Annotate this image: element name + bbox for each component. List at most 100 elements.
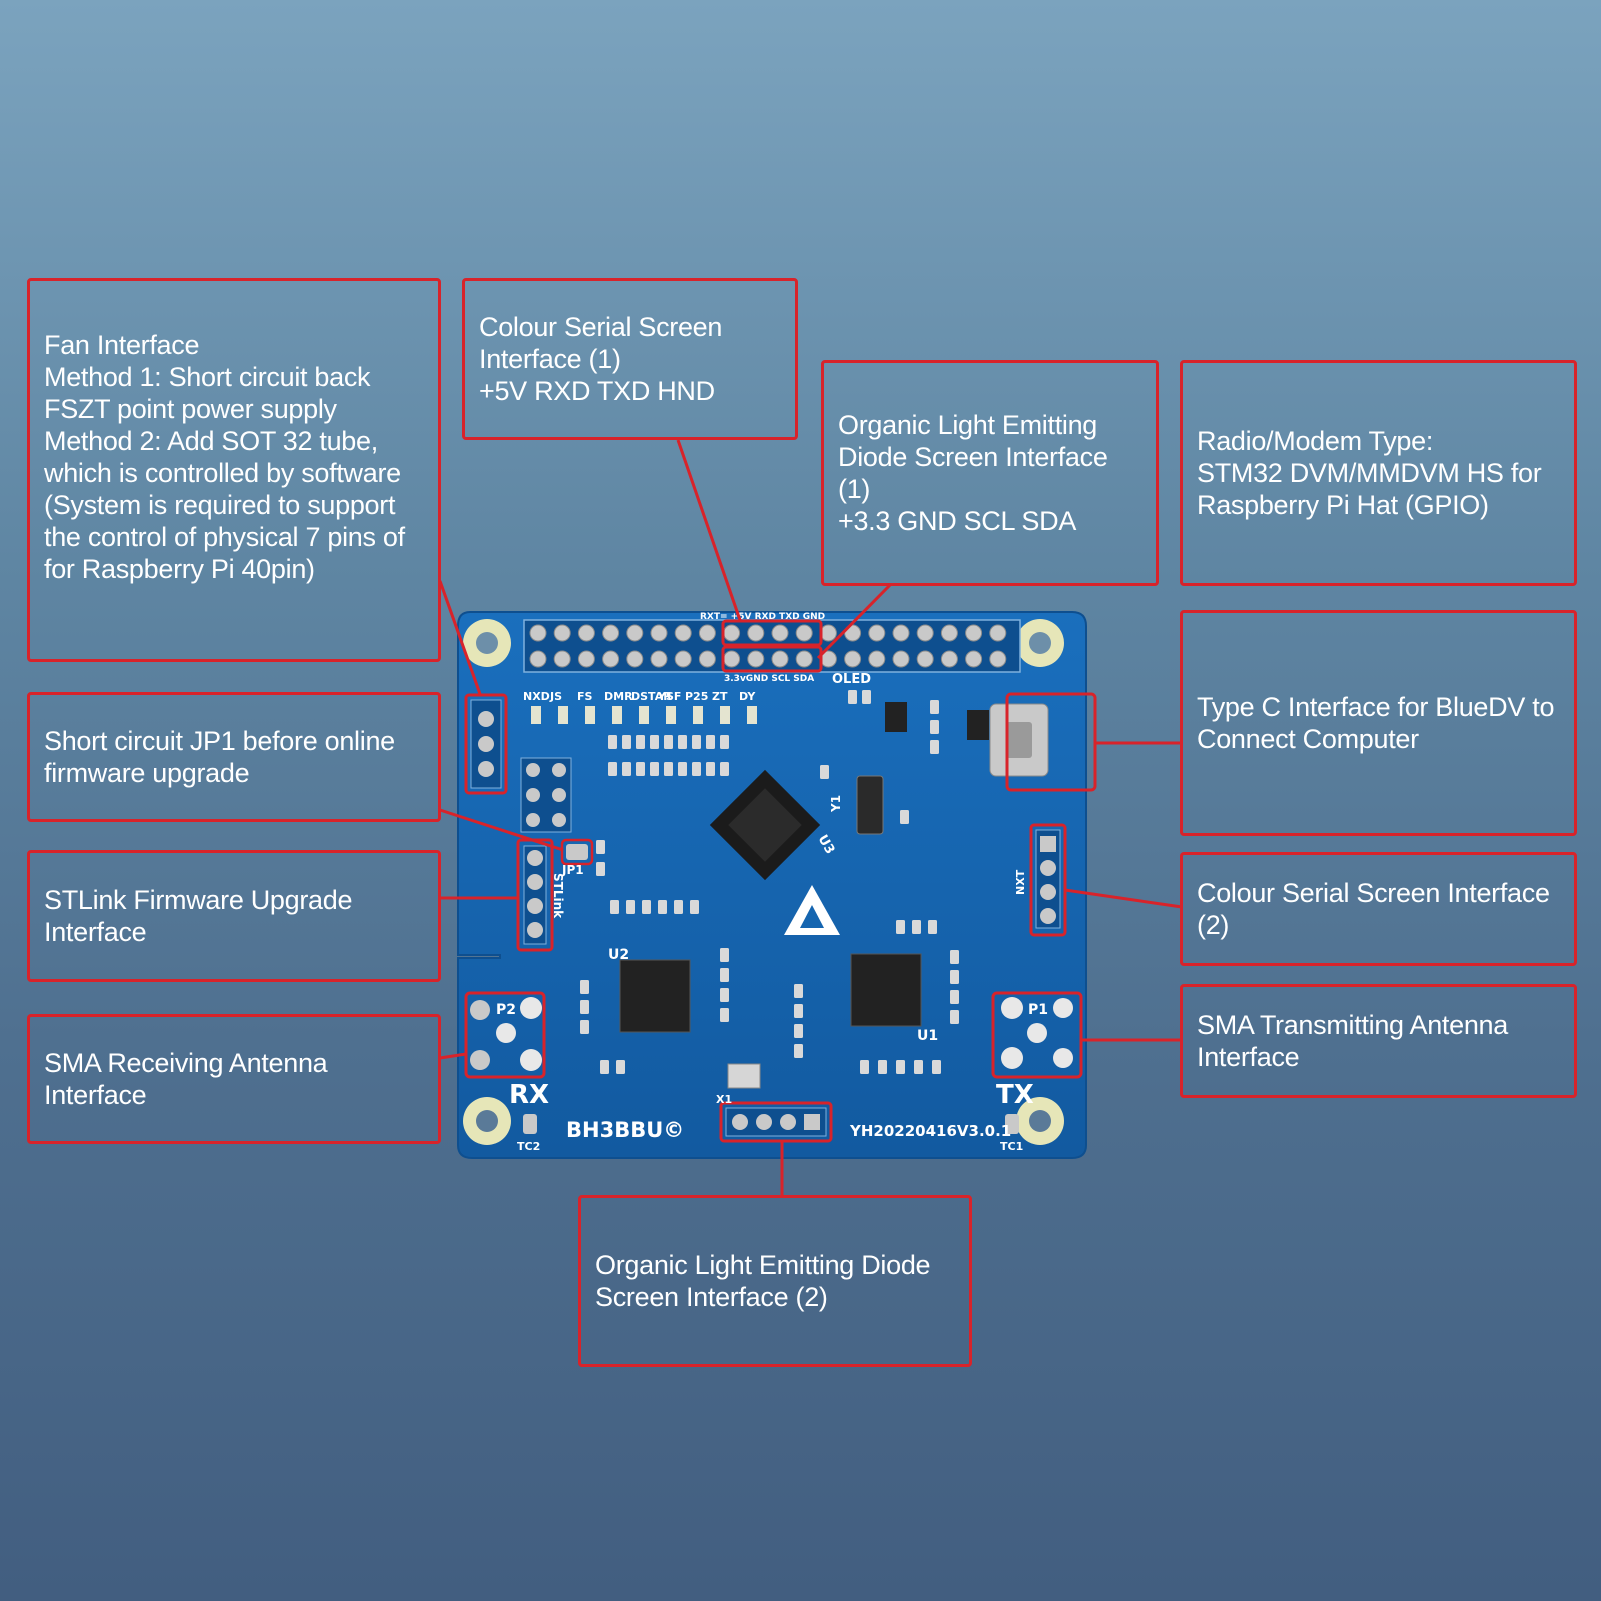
status-led — [666, 706, 676, 724]
stlink-header — [523, 845, 547, 945]
tc1-label: TC1 — [1000, 1140, 1023, 1153]
passive-component — [720, 762, 729, 776]
passive-component — [636, 762, 645, 776]
gpio-pin — [698, 624, 716, 642]
mcu-chip — [709, 769, 821, 881]
p1-label: P1 — [1028, 1002, 1048, 1018]
status-led — [639, 706, 649, 724]
gpio-pin — [940, 650, 958, 668]
gpio-pin — [795, 624, 813, 642]
gpio-pin — [892, 650, 910, 668]
gpio-pin — [698, 650, 716, 668]
passive-component — [658, 900, 667, 914]
callout-typec-text: Type C Interface for BlueDV to Connect C… — [1197, 692, 1555, 754]
tx-label: TX — [996, 1080, 1034, 1110]
callout-jp1: Short circuit JP1 before online firmware… — [27, 692, 441, 822]
led-label: P25 — [685, 690, 708, 703]
y1-label: Y1 — [829, 795, 843, 813]
passive-component — [928, 920, 937, 934]
u1-chip — [850, 953, 922, 1027]
version-label: YH20220416V3.0.1 — [849, 1122, 1011, 1140]
passive-component — [720, 968, 729, 982]
gpio-pin — [965, 624, 983, 642]
callout-sma-rx-text: SMA Receiving Antenna Interface — [44, 1048, 328, 1110]
gpio-pin — [674, 624, 692, 642]
gpio-pin — [747, 624, 765, 642]
passive-component — [720, 1008, 729, 1022]
passive-component — [616, 1060, 625, 1074]
passive-component — [930, 720, 939, 734]
callout-stlink: STLink Firmware Upgrade Interface — [27, 850, 441, 982]
brand-label: BH3BBU© — [566, 1118, 684, 1142]
gpio-pin — [819, 624, 837, 642]
passive-component — [720, 735, 729, 749]
gpio-pin — [577, 650, 595, 668]
callout-sma-tx: SMA Transmitting Antenna Interface — [1180, 984, 1577, 1098]
passive-component — [896, 920, 905, 934]
gpio-pin — [916, 650, 934, 668]
callout-oled1-text: Organic Light Emitting Diode Screen Inte… — [838, 410, 1108, 536]
passive-component — [860, 1060, 869, 1074]
status-led — [720, 706, 730, 724]
sma-tx-pads — [1001, 997, 1073, 1069]
u2-chip — [619, 959, 691, 1033]
crystal-y1 — [856, 775, 884, 835]
led-label: YSF — [657, 690, 681, 703]
gpio-pin — [602, 650, 620, 668]
stlink-label: STLink — [551, 873, 565, 919]
gpio-pin — [723, 624, 741, 642]
passive-component — [950, 950, 959, 964]
gpio-pin — [723, 650, 741, 668]
gpio-pin — [795, 650, 813, 668]
passive-component — [664, 762, 673, 776]
passive-component — [794, 1024, 803, 1038]
gpio-pin — [529, 650, 547, 668]
status-led — [585, 706, 595, 724]
led-label: ZT — [712, 690, 728, 703]
passive-component — [674, 900, 683, 914]
passive-component — [650, 762, 659, 776]
status-led — [693, 706, 703, 724]
passive-component — [622, 735, 631, 749]
mounting-holes — [463, 619, 1064, 1145]
callout-serial2-text: Colour Serial Screen Interface (2) — [1197, 878, 1550, 940]
passive-component — [678, 762, 687, 776]
callout-serial-screen-2: Colour Serial Screen Interface (2) — [1180, 852, 1577, 966]
passive-component — [930, 700, 939, 714]
passive-component — [820, 765, 829, 779]
status-led — [612, 706, 622, 724]
jp1-header — [470, 699, 502, 789]
status-led — [531, 706, 541, 724]
three-by-two-header — [520, 757, 572, 833]
passive-component — [950, 990, 959, 1004]
passive-component — [610, 900, 619, 914]
rx-label: RX — [509, 1080, 549, 1110]
gpio-pin — [602, 624, 620, 642]
passive-component — [580, 1000, 589, 1014]
status-led — [747, 706, 757, 724]
callout-fan-text: Fan Interface Method 1: Short circuit ba… — [44, 330, 405, 584]
gpio-pin — [868, 650, 886, 668]
callout-serial1-text: Colour Serial Screen Interface (1) +5V R… — [479, 312, 723, 406]
led-label: DSTAR — [631, 690, 672, 703]
led-label: DY — [739, 690, 756, 703]
header-label-bottom: 3.3vGND SCL SDA — [724, 674, 814, 684]
oled2-header — [725, 1107, 827, 1137]
passive-component — [622, 762, 631, 776]
jp1-jumper — [566, 844, 588, 860]
gpio-pin — [940, 624, 958, 642]
passive-component — [794, 1004, 803, 1018]
jp1-label: JP1 — [561, 863, 584, 877]
passive-component — [706, 735, 715, 749]
callout-radio-text: Radio/Modem Type: STM32 DVM/MMDVM HS for… — [1197, 426, 1542, 520]
passive-component — [914, 1060, 923, 1074]
passive-component — [862, 690, 871, 704]
u2-label: U2 — [608, 947, 629, 963]
passive-component — [950, 1010, 959, 1024]
gpio-pin — [989, 650, 1007, 668]
gpio-pin — [626, 624, 644, 642]
status-led — [558, 706, 568, 724]
header-label-top: RXT= +5V RXD TXD GND — [700, 612, 825, 622]
callout-jp1-text: Short circuit JP1 before online firmware… — [44, 726, 395, 788]
passive-component — [600, 1060, 609, 1074]
